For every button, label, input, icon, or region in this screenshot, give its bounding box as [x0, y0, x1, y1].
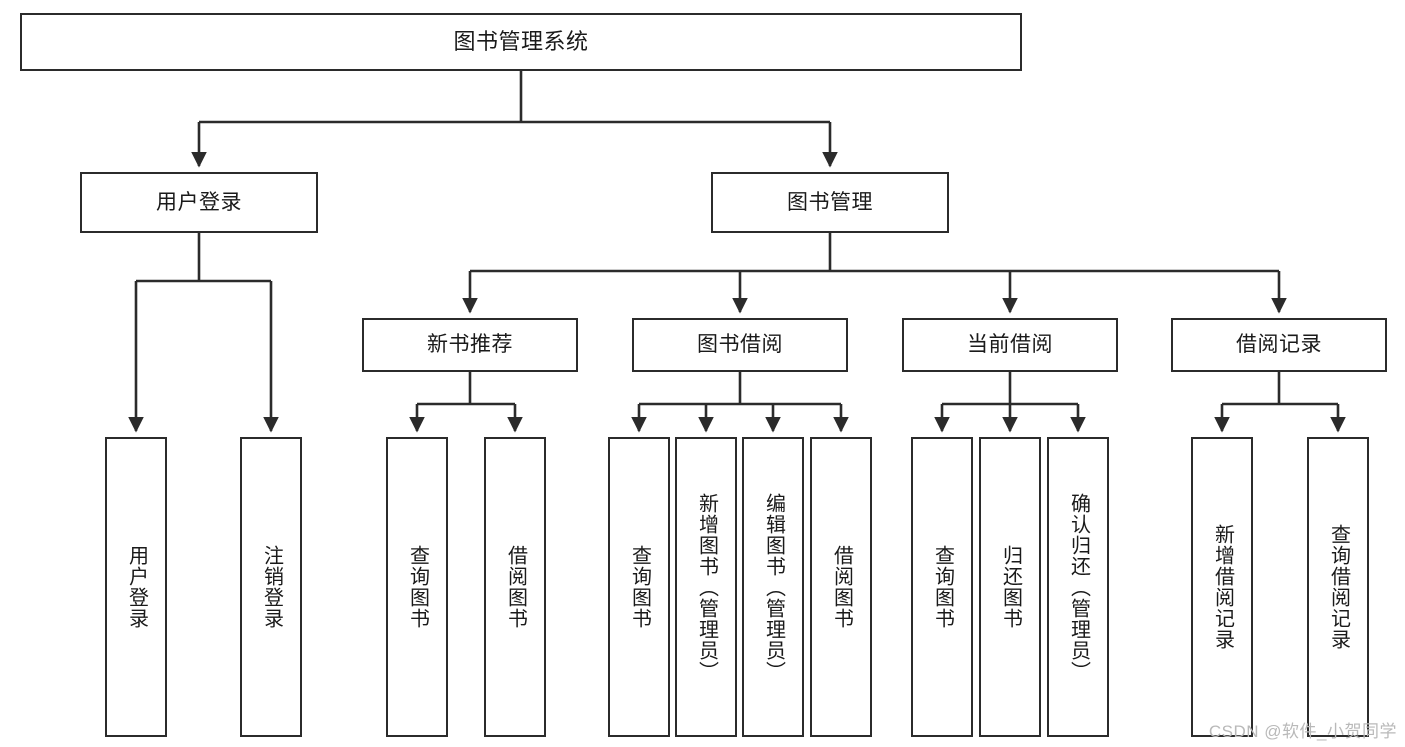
node-book-borrow-label: 图书借阅 — [697, 333, 783, 357]
leaf-user-login-label: 用户登录 — [125, 545, 148, 629]
csdn-watermark: CSDN @软件_小贺同学 — [1208, 722, 1397, 741]
node-new-book-recommend[interactable]: 新书推荐 — [362, 318, 578, 372]
leaf-borrow-book-recommend-label: 借阅图书 — [504, 545, 527, 629]
leaf-add-book-admin-label: 新增图书（管理员） — [695, 492, 718, 682]
node-root-label: 图书管理系统 — [453, 28, 589, 54]
leaf-logout-login-label: 注销登录 — [260, 545, 283, 629]
leaf-add-borrow-record[interactable]: 新增借阅记录 — [1191, 437, 1253, 737]
leaf-return-book-label: 归还图书 — [999, 545, 1022, 629]
leaf-logout-login[interactable]: 注销登录 — [240, 437, 302, 737]
leaf-borrow-book-recommend[interactable]: 借阅图书 — [484, 437, 546, 737]
node-book-management-label: 图书管理 — [787, 190, 873, 214]
node-current-borrow[interactable]: 当前借阅 — [902, 318, 1118, 372]
node-book-management[interactable]: 图书管理 — [711, 172, 949, 233]
node-user-login[interactable]: 用户登录 — [80, 172, 318, 233]
leaf-confirm-return-admin-label: 确认归还（管理员） — [1067, 492, 1090, 682]
leaf-borrow-book-borrow[interactable]: 借阅图书 — [810, 437, 872, 737]
leaf-borrow-book-borrow-label: 借阅图书 — [830, 545, 853, 629]
leaf-query-book-borrow[interactable]: 查询图书 — [608, 437, 670, 737]
node-borrow-record[interactable]: 借阅记录 — [1171, 318, 1387, 372]
node-current-borrow-label: 当前借阅 — [967, 333, 1053, 357]
leaf-query-book-recommend-label: 查询图书 — [406, 545, 429, 629]
leaf-edit-book-admin[interactable]: 编辑图书（管理员） — [742, 437, 804, 737]
leaf-query-book-borrow-label: 查询图书 — [628, 545, 651, 629]
leaf-add-book-admin[interactable]: 新增图书（管理员） — [675, 437, 737, 737]
node-user-login-label: 用户登录 — [156, 190, 242, 214]
leaf-edit-book-admin-label: 编辑图书（管理员） — [762, 492, 785, 682]
leaf-query-borrow-record-label: 查询借阅记录 — [1327, 524, 1350, 650]
node-book-borrow[interactable]: 图书借阅 — [632, 318, 848, 372]
node-borrow-record-label: 借阅记录 — [1236, 333, 1322, 357]
leaf-query-borrow-record[interactable]: 查询借阅记录 — [1307, 437, 1369, 737]
leaf-query-book-recommend[interactable]: 查询图书 — [386, 437, 448, 737]
node-root-book-management-system[interactable]: 图书管理系统 — [20, 13, 1022, 71]
node-new-book-recommend-label: 新书推荐 — [427, 333, 513, 357]
leaf-user-login[interactable]: 用户登录 — [105, 437, 167, 737]
leaf-confirm-return-admin[interactable]: 确认归还（管理员） — [1047, 437, 1109, 737]
leaf-return-book[interactable]: 归还图书 — [979, 437, 1041, 737]
leaf-query-book-current-label: 查询图书 — [931, 545, 954, 629]
leaf-add-borrow-record-label: 新增借阅记录 — [1211, 524, 1234, 650]
leaf-query-book-current[interactable]: 查询图书 — [911, 437, 973, 737]
